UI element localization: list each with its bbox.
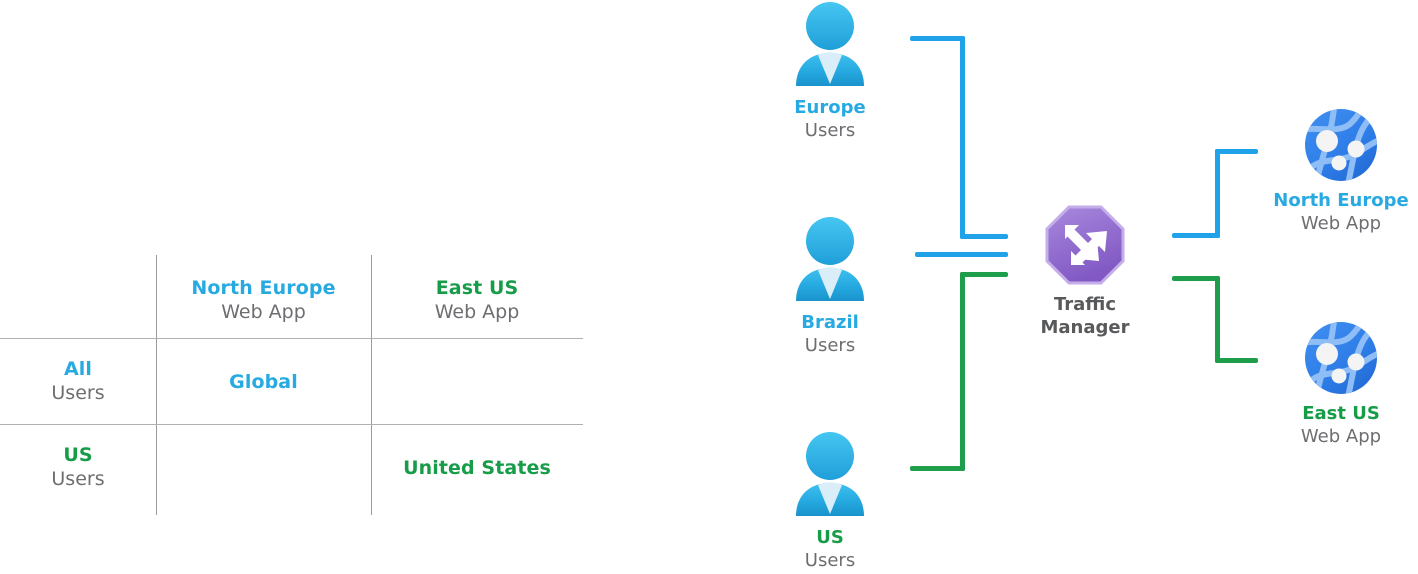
user-icon bbox=[755, 215, 905, 311]
connector-us-bottom-segment bbox=[910, 466, 965, 471]
matrix-col-header-north-europe: North Europe Web App bbox=[156, 276, 371, 325]
matrix-cell-all-north-europe: Global bbox=[156, 370, 371, 394]
matrix-row-header-us-users-subtitle: Users bbox=[51, 468, 105, 491]
matrix-vline-2 bbox=[371, 255, 372, 515]
node-north-europe-web-app-label: North Europe bbox=[1273, 190, 1409, 211]
connector-brazil-segment bbox=[915, 252, 1008, 257]
node-europe-users-label: Europe bbox=[794, 97, 866, 118]
matrix-hline-2 bbox=[0, 424, 583, 425]
matrix-row-header-all-users-subtitle: Users bbox=[51, 382, 105, 405]
node-east-us-web-app-sublabel: Web App bbox=[1300, 426, 1382, 448]
node-europe-users[interactable]: Europe Users bbox=[755, 0, 905, 143]
matrix-col-header-east-us: East US Web App bbox=[371, 276, 583, 325]
node-brazil-users-label: Brazil bbox=[801, 312, 859, 333]
web-app-globe-icon bbox=[1265, 318, 1417, 402]
matrix-row-header-us-users-title: US bbox=[63, 444, 93, 466]
connector-europe-vertical-segment bbox=[960, 36, 965, 239]
matrix-col-header-east-us-subtitle: Web App bbox=[434, 301, 520, 324]
matrix-cell-all-north-europe-value: Global bbox=[229, 371, 298, 393]
node-east-us-web-app-label: East US bbox=[1302, 403, 1380, 424]
node-north-europe-web-app[interactable]: North Europe Web App bbox=[1265, 105, 1417, 236]
node-traffic-manager-label-line2: Manager bbox=[1040, 317, 1130, 339]
matrix-hline-1 bbox=[0, 338, 583, 339]
connector-us-top-segment bbox=[960, 272, 1008, 277]
connector-europe-top-segment bbox=[910, 36, 965, 41]
connector-east-us-top-segment bbox=[1172, 276, 1220, 281]
matrix-col-header-north-europe-title: North Europe bbox=[191, 277, 336, 299]
matrix-vline-1 bbox=[156, 255, 157, 515]
matrix-cell-us-east-us-value: United States bbox=[403, 457, 551, 479]
user-icon bbox=[755, 0, 905, 96]
matrix-col-header-east-us-title: East US bbox=[435, 277, 519, 299]
connector-east-us-bottom-segment bbox=[1215, 358, 1258, 363]
node-east-us-web-app[interactable]: East US Web App bbox=[1265, 318, 1417, 449]
matrix-col-header-north-europe-subtitle: Web App bbox=[221, 301, 306, 324]
traffic-manager-icon bbox=[1010, 205, 1160, 289]
node-us-users-label: US bbox=[816, 527, 844, 548]
node-traffic-manager-label-line1: Traffic bbox=[1053, 294, 1117, 315]
connector-north-europe-top-segment bbox=[1215, 149, 1258, 154]
web-app-globe-icon bbox=[1265, 105, 1417, 189]
matrix-row-header-all-users: All Users bbox=[0, 357, 156, 406]
connector-north-europe-vertical-segment bbox=[1215, 149, 1220, 238]
matrix-row-header-all-users-title: All bbox=[63, 358, 93, 380]
node-brazil-users-sublabel: Users bbox=[804, 335, 856, 357]
node-brazil-users[interactable]: Brazil Users bbox=[755, 215, 905, 358]
connector-europe-bottom-segment bbox=[960, 234, 1008, 239]
node-north-europe-web-app-sublabel: Web App bbox=[1300, 213, 1382, 235]
matrix-row-header-us-users: US Users bbox=[0, 443, 156, 492]
connector-us-vertical-segment bbox=[960, 272, 965, 471]
node-europe-users-sublabel: Users bbox=[804, 120, 856, 142]
node-traffic-manager[interactable]: Traffic Manager bbox=[1010, 205, 1160, 340]
user-icon bbox=[755, 430, 905, 526]
node-us-users-sublabel: Users bbox=[804, 550, 856, 572]
connector-east-us-vertical-segment bbox=[1215, 276, 1220, 363]
matrix-cell-us-east-us: United States bbox=[371, 456, 583, 480]
connector-north-europe-bottom-segment bbox=[1172, 233, 1220, 238]
traffic-routing-matrix: North Europe Web App East US Web App All… bbox=[0, 250, 600, 520]
node-us-users[interactable]: US Users bbox=[755, 430, 905, 573]
